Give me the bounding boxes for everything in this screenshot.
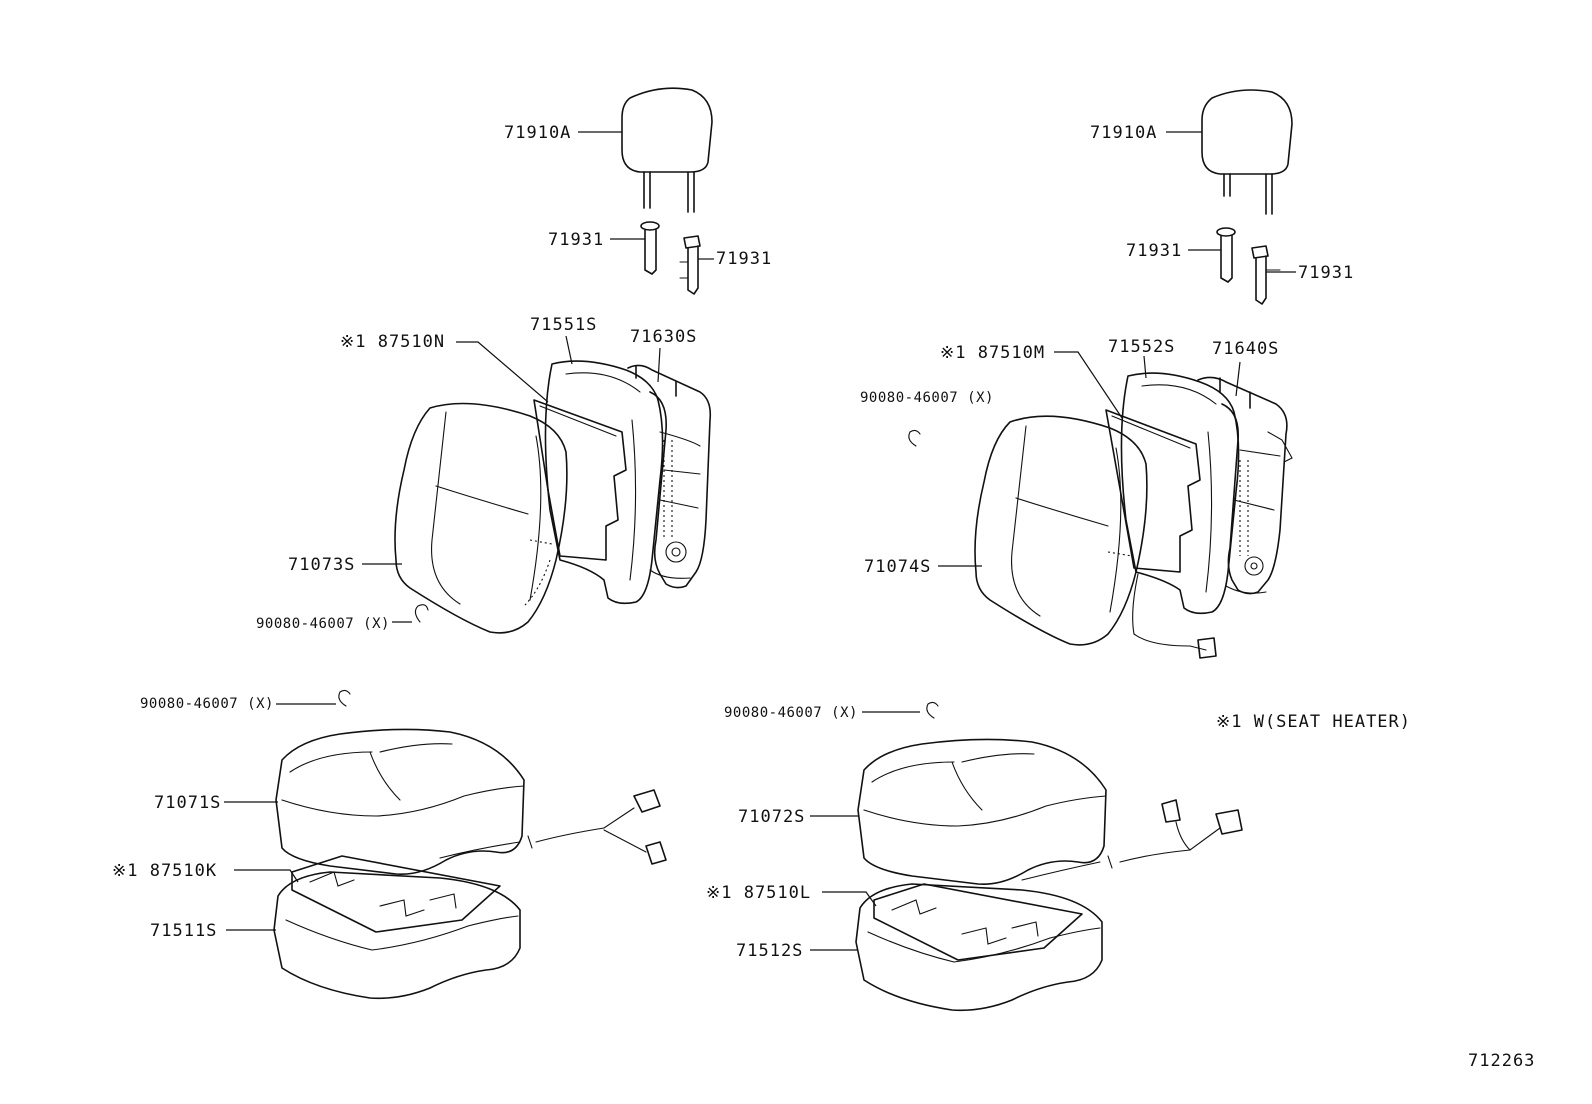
left-seatback-pad-part — [544, 360, 664, 605]
left-seatback-frame-part — [627, 364, 712, 589]
left-headrest-guide-a-part — [640, 221, 660, 275]
label-right-cushion-cover: 71072S — [738, 807, 805, 827]
label-right-headrest: 71910A — [1090, 123, 1157, 143]
left-seatback-heater-part — [533, 399, 627, 561]
right-cushion-cover-part — [857, 738, 1107, 886]
label-left-hog-ring-cushion: 90080-46007 (X) — [140, 696, 274, 712]
label-left-back-pad: 71551S — [530, 315, 597, 335]
left-headrest-part — [621, 87, 713, 213]
left-cushion-heater-part — [291, 855, 501, 933]
diagram-number: 712263 — [1468, 1051, 1535, 1071]
right-cushion-heater-part — [873, 883, 1083, 961]
right-cushion-pad-part — [855, 883, 1103, 1012]
label-right-back-cover: 71074S — [864, 557, 931, 577]
left-cushion-cover-part — [275, 728, 525, 876]
label-left-back-frame: 71630S — [630, 327, 697, 347]
label-left-guide-b: 71931 — [716, 249, 772, 269]
seat-heater-note: ※1 W(SEAT HEATER) — [1216, 712, 1411, 732]
label-right-back-frame: 71640S — [1212, 339, 1279, 359]
left-hog-ring-cushion-symbol — [338, 689, 351, 707]
label-right-back-pad: 71552S — [1108, 337, 1175, 357]
right-seatback-pad-part — [1120, 372, 1240, 615]
label-left-hog-ring-back: 90080-46007 (X) — [256, 616, 390, 632]
label-left-back-cover: 71073S — [288, 555, 355, 575]
label-right-guide-a: 71931 — [1126, 241, 1182, 261]
label-left-cushion-cover: 71071S — [154, 793, 221, 813]
label-right-heater-cushion: ※1 87510L — [706, 883, 811, 903]
label-left-heater-cushion: ※1 87510K — [112, 861, 217, 881]
label-left-guide-a: 71931 — [548, 230, 604, 250]
right-cushion-harness-part — [1021, 799, 1243, 881]
right-headrest-part — [1201, 89, 1293, 215]
right-seat-assembly — [855, 89, 1293, 1012]
label-right-cushion-pad: 71512S — [736, 941, 803, 961]
left-cushion-harness-part — [439, 789, 667, 865]
left-hog-ring-back-symbol — [414, 604, 429, 623]
right-hog-ring-cushion-symbol — [926, 701, 939, 719]
label-right-heater-back: ※1 87510M — [940, 343, 1045, 363]
left-cushion-pad-part — [273, 871, 521, 1000]
right-headrest-guide-a-part — [1216, 227, 1236, 283]
right-hog-ring-back-symbol — [908, 429, 921, 447]
label-right-hog-ring-cushion: 90080-46007 (X) — [724, 705, 858, 721]
label-left-cushion-pad: 71511S — [150, 921, 217, 941]
left-seat-assembly — [273, 87, 713, 1000]
label-right-hog-ring-back: 90080-46007 (X) — [860, 390, 994, 406]
label-right-guide-b: 71931 — [1298, 263, 1354, 283]
right-seatback-cover-part — [974, 415, 1217, 659]
label-left-heater-back: ※1 87510N — [340, 332, 445, 352]
leader-lines — [224, 131, 1296, 951]
left-seatback-cover-part — [394, 402, 568, 634]
right-seatback-heater-part — [1105, 409, 1201, 573]
label-left-headrest: 71910A — [504, 123, 571, 143]
left-headrest-guide-b-part — [679, 235, 701, 295]
right-seatback-frame-part — [1197, 376, 1293, 595]
right-headrest-guide-b-part — [1251, 245, 1281, 305]
part-labels: 71910A 71931 71931 ※1 87510N 71551S 7163… — [112, 123, 1535, 1071]
